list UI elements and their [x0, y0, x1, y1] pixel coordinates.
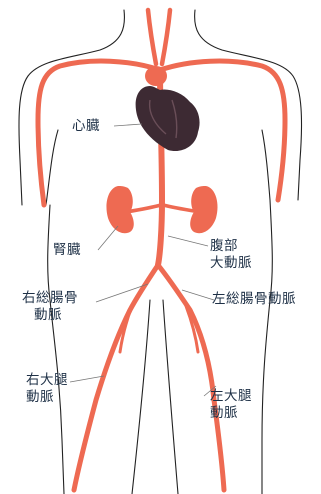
left-femoral-label-line1: 左大腿: [210, 388, 252, 405]
right-common-iliac-label: 右総腸骨 動脈: [22, 290, 78, 324]
right-common-iliac-label-line1: 右総腸骨: [22, 290, 78, 307]
abdominal-aorta-label-line2: 大動脈: [210, 255, 252, 272]
right-carotid-artery: [162, 10, 170, 64]
heart-label: 心臓: [72, 118, 100, 135]
right-common-iliac-label-line2: 動脈: [22, 307, 78, 324]
left-common-iliac-label: 左総腸骨動脈: [212, 291, 296, 308]
aortic-arch: [145, 66, 167, 86]
left-kidney: [190, 186, 217, 233]
left-carotid-artery: [148, 10, 156, 64]
right-common-iliac-artery: [74, 265, 158, 490]
right-kidney: [106, 186, 133, 233]
right-femoral-label-line2: 動脈: [26, 389, 68, 406]
left-femoral-label-line2: 動脈: [210, 405, 252, 422]
leader-lines: [70, 124, 216, 396]
left-femoral-label: 左大腿 動脈: [210, 388, 252, 422]
right-femoral-label-line1: 右大腿: [26, 372, 68, 389]
heart: [136, 86, 200, 151]
abdominal-aorta-label-line1: 腹部: [210, 238, 252, 255]
right-femoral-label: 右大腿 動脈: [26, 372, 68, 406]
kidney-label: 腎臓: [53, 242, 81, 259]
abdominal-aorta-label: 腹部 大動脈: [210, 238, 252, 272]
